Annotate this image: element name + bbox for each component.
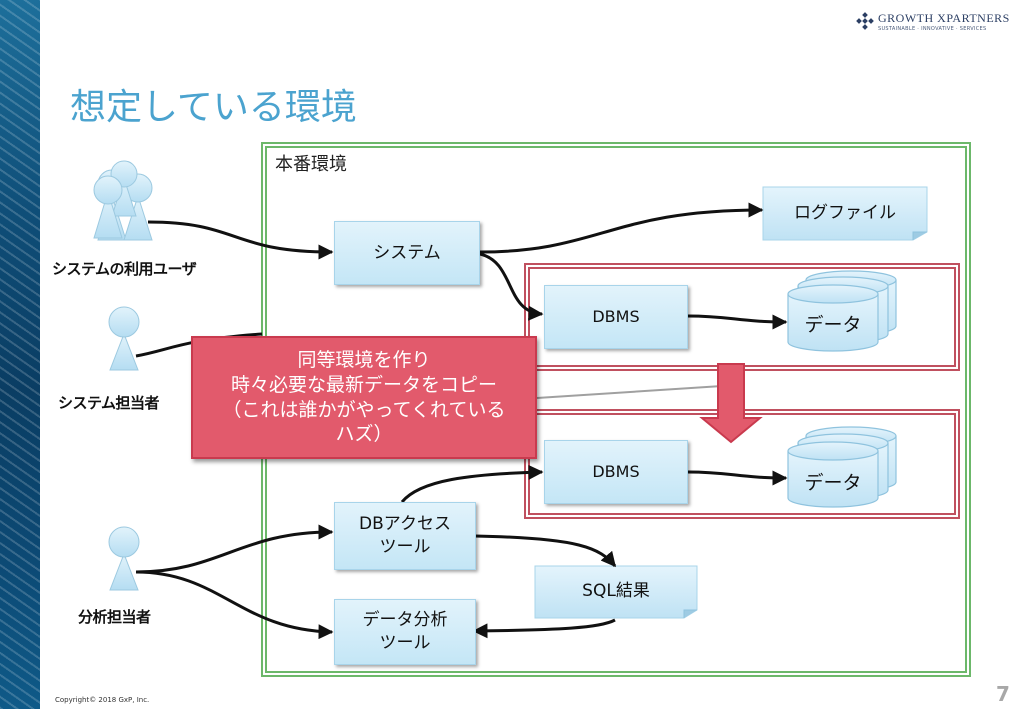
- system-node: システム: [334, 221, 480, 285]
- sql-result-document-shape: [534, 565, 698, 619]
- copy-down-arrow-icon: [699, 363, 763, 444]
- arrow-users-to-system: [147, 220, 334, 260]
- decorative-water-strip: [0, 0, 40, 709]
- dbms-production-node: DBMS: [544, 285, 688, 349]
- actor-label-users: システムの利用ユーザ: [52, 260, 197, 278]
- company-logo: GROWTH XPARTNERS SUSTAINABLE · INNOVATIV…: [856, 10, 1009, 36]
- arrow-analyst-to-analysis-tool: [135, 570, 334, 640]
- admin-actor-icon: [108, 306, 140, 371]
- actor-label-analyst: 分析担当者: [78, 608, 151, 626]
- logo-tagline: SUSTAINABLE · INNOVATIVE · SERVICES: [878, 26, 987, 32]
- callout-pointer-line: [536, 385, 723, 399]
- arrow-dbtool-to-sql-result: [474, 534, 617, 568]
- environment-label: 本番環境: [275, 154, 347, 175]
- copyright-text: Copyright© 2018 GxP, Inc.: [55, 696, 150, 704]
- arrow-dbms-to-data: [687, 314, 788, 330]
- data-production-label: データ: [804, 314, 862, 336]
- copy-data-cylinder: [787, 426, 897, 508]
- logo-name: GROWTH XPARTNERS: [878, 11, 1010, 25]
- arrow-analyst-to-dbtool: [135, 524, 334, 574]
- connectors: [135, 202, 788, 640]
- db-access-tool-node: DBアクセス ツール: [334, 502, 476, 570]
- arrow-copy-dbms-to-data: [687, 470, 788, 486]
- actor-label-admin: システム担当者: [58, 394, 160, 412]
- users-actor-icon: [93, 160, 153, 241]
- dbms-copy-node: DBMS: [544, 440, 688, 504]
- page-number: 7: [996, 682, 1010, 706]
- analyst-actor-icon: [108, 526, 140, 591]
- page-title: 想定している環境: [70, 87, 357, 128]
- data-copy-label: データ: [804, 472, 862, 494]
- logfile-node: ログファイル: [794, 202, 896, 223]
- logo-mark-icon: [856, 12, 874, 30]
- sql-result-node: SQL結果: [582, 580, 650, 601]
- arrow-sql-result-to-analysis-tool: [472, 618, 616, 639]
- production-data-cylinder: [787, 270, 897, 352]
- analysis-tool-node: データ分析 ツール: [334, 599, 476, 665]
- arrow-system-to-dbms: [479, 252, 544, 321]
- arrow-system-to-logfile: [479, 202, 764, 254]
- arrow-dbtool-to-copy-dbms: [400, 464, 544, 503]
- logfile-document-shape: [762, 186, 928, 241]
- callout-note: 同等環境を作り 時々必要な最新データをコピー （これは誰かがやってくれている ハ…: [191, 336, 537, 459]
